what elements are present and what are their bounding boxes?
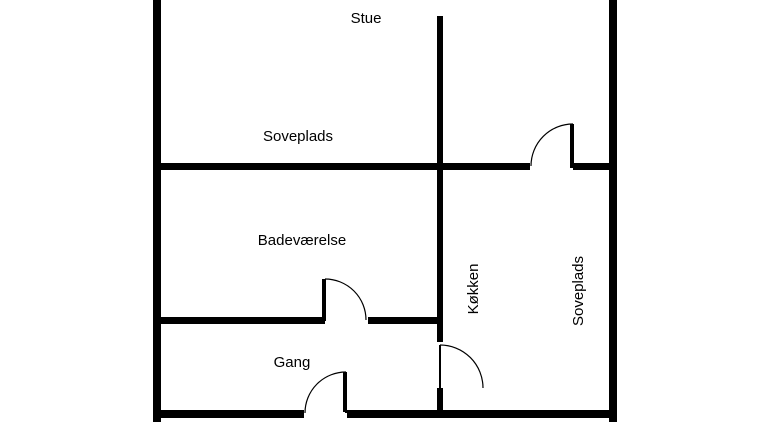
wall-horizontal-middle-right bbox=[573, 163, 617, 170]
door-swing-soveplads bbox=[530, 123, 574, 167]
wall-bathroom-right bbox=[368, 317, 443, 324]
wall-bathroom-left bbox=[153, 317, 325, 324]
wall-bottom-left bbox=[153, 410, 304, 418]
door-swing-kitchen bbox=[439, 344, 484, 389]
wall-bottom-right bbox=[347, 410, 617, 418]
room-label-kokken: Køkken bbox=[465, 264, 482, 315]
wall-right bbox=[609, 0, 617, 422]
room-label-badevaerelse: Badeværelse bbox=[258, 232, 346, 249]
wall-left bbox=[153, 0, 161, 422]
wall-horizontal-middle bbox=[153, 163, 530, 170]
room-label-soveplads-right: Soveplads bbox=[570, 256, 587, 326]
door-swing-entrance bbox=[304, 371, 347, 414]
room-label-gang: Gang bbox=[274, 354, 311, 371]
door-swing-bathroom bbox=[324, 278, 367, 321]
door-jamb-entrance bbox=[343, 372, 346, 412]
room-label-stue: Stue bbox=[351, 10, 382, 27]
room-label-soveplads-upper: Soveplads bbox=[263, 128, 333, 145]
wall-vertical-center-lower bbox=[437, 388, 443, 412]
wall-vertical-center bbox=[437, 16, 443, 342]
